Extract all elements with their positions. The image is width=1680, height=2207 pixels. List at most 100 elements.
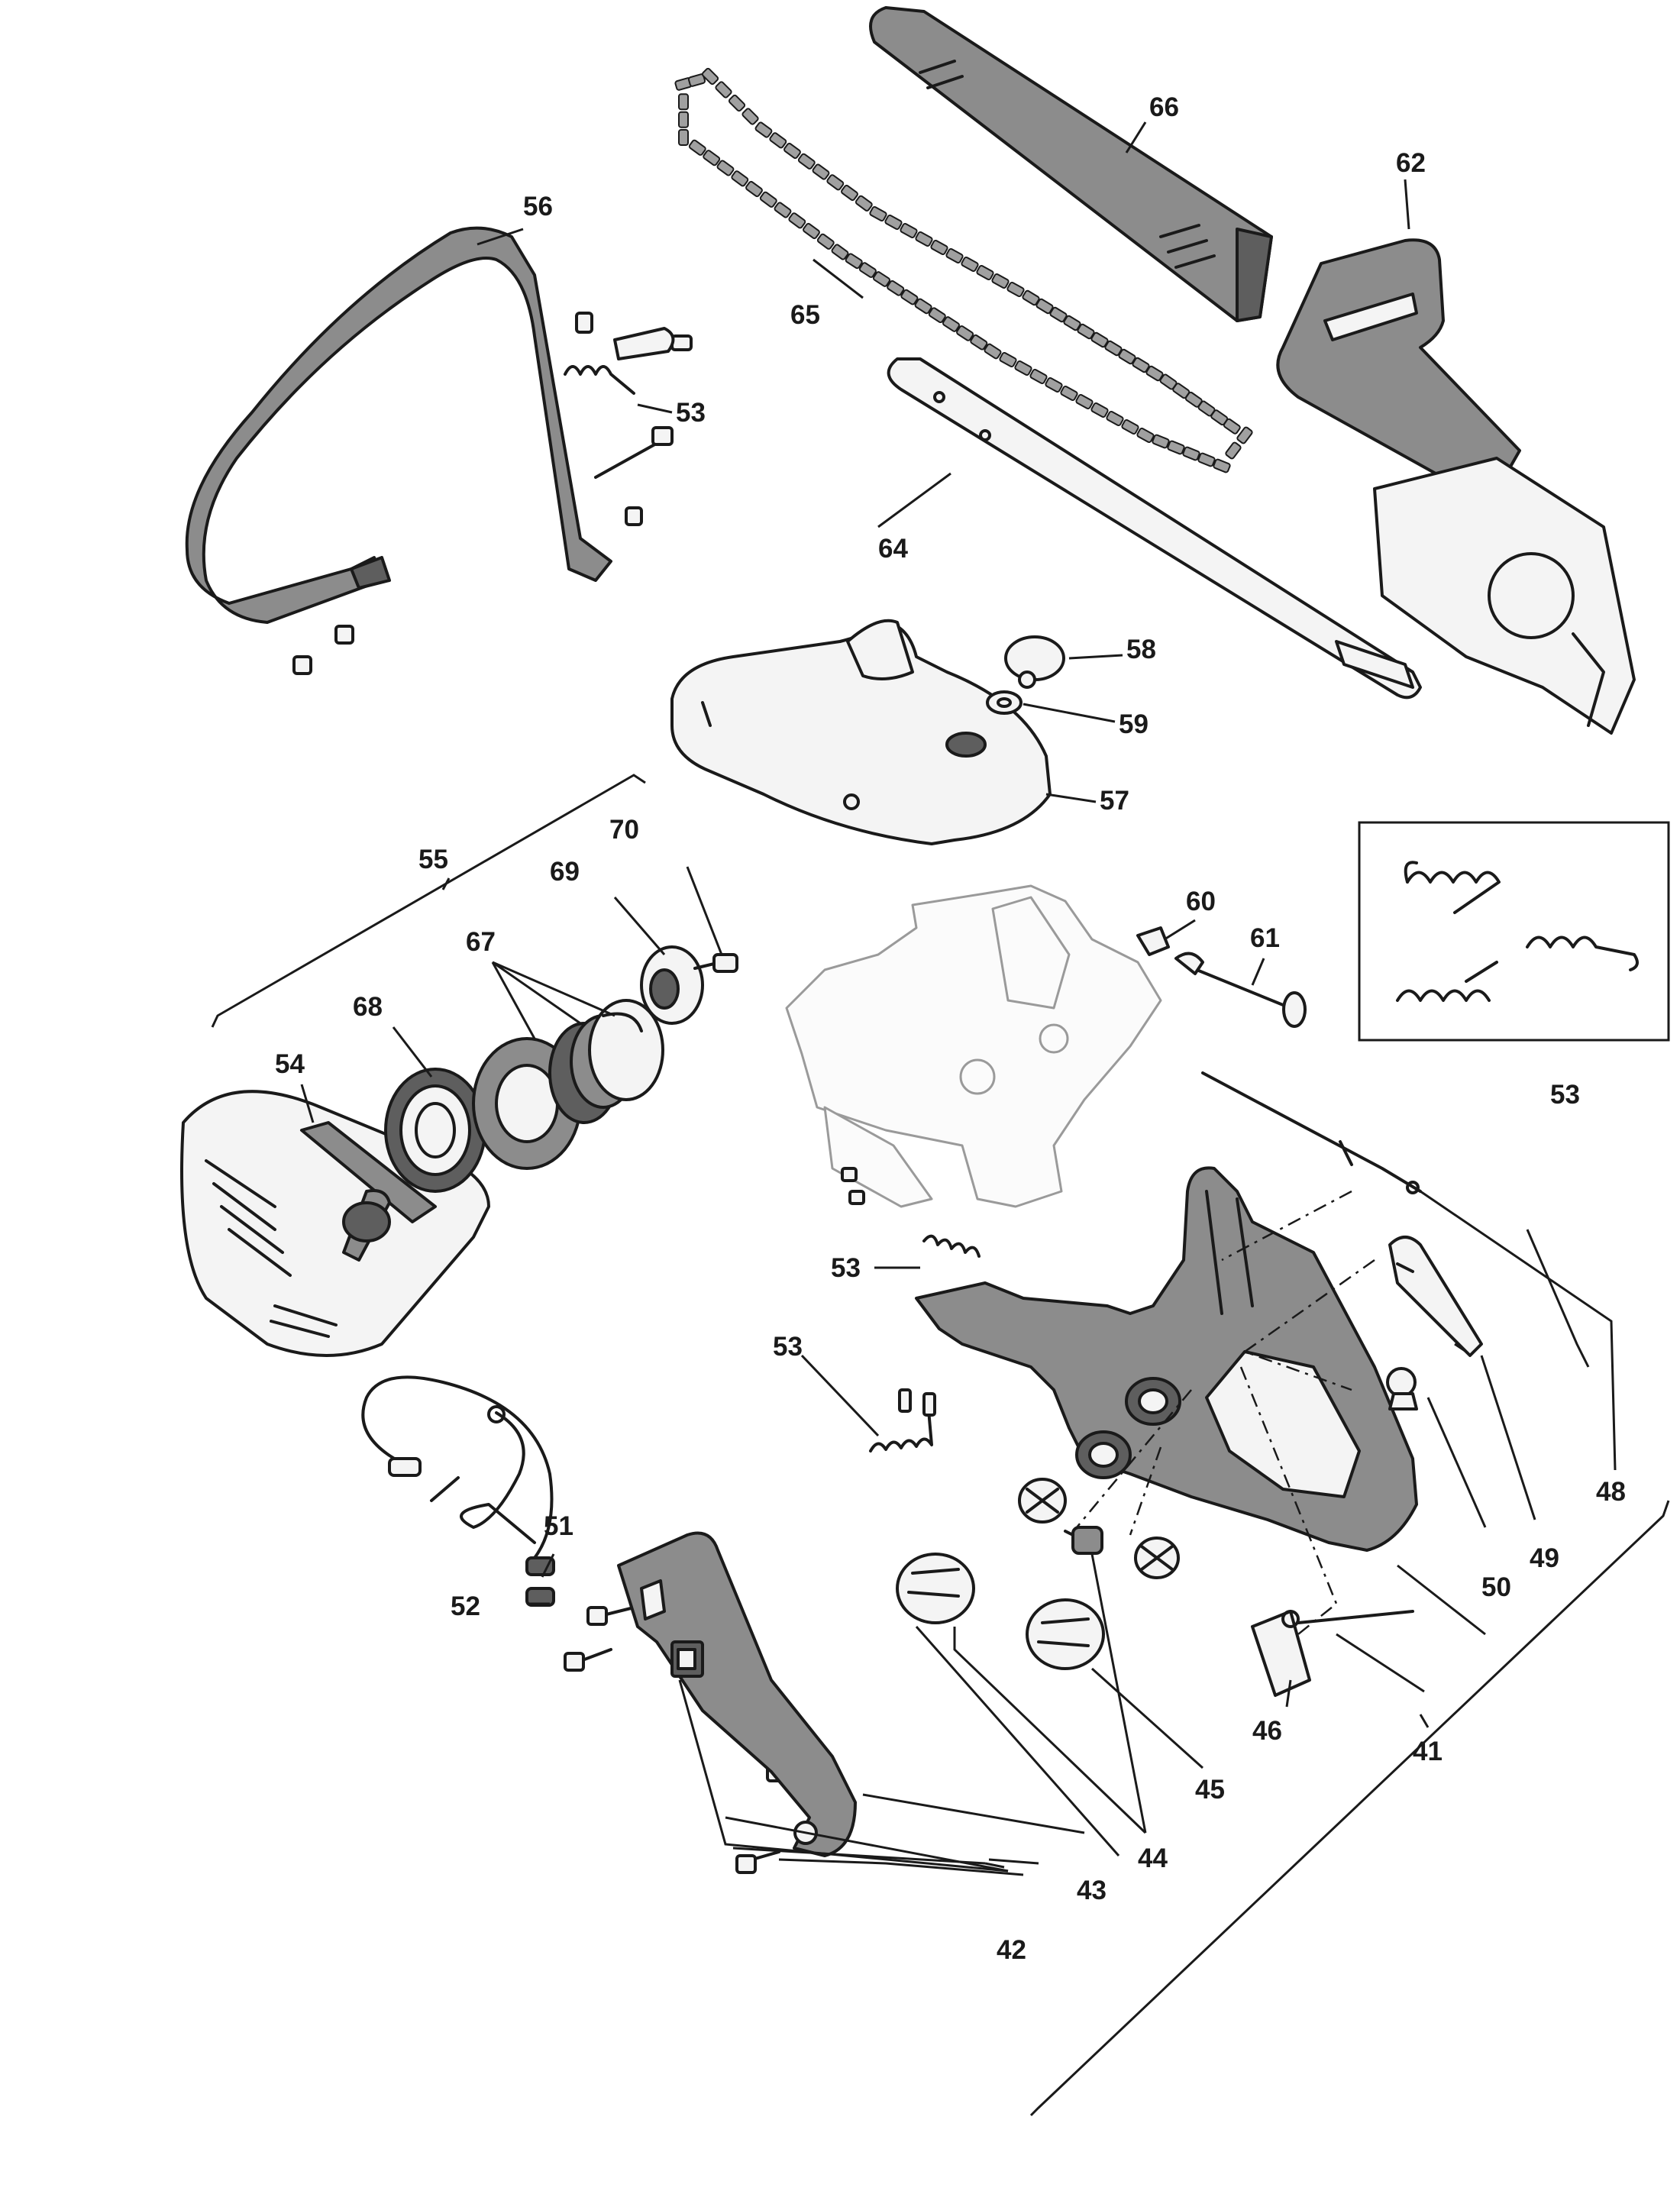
part-53-spring-top[interactable] bbox=[564, 327, 675, 395]
part-45-oil-cap[interactable] bbox=[1026, 1536, 1180, 1670]
chain-link bbox=[1182, 446, 1200, 461]
callout-61: 61 bbox=[1250, 923, 1280, 953]
callout-53a: 53 bbox=[676, 398, 706, 428]
chain-link bbox=[803, 222, 820, 240]
chain-link bbox=[1035, 298, 1054, 315]
part-59-washer[interactable] bbox=[986, 690, 1023, 715]
chain-link bbox=[1145, 365, 1164, 382]
part-41-rear-handle-housing[interactable] bbox=[915, 1166, 1418, 1552]
callout-59: 59 bbox=[1119, 709, 1149, 739]
callout-56: 56 bbox=[523, 192, 553, 221]
part-61-choke-rod[interactable] bbox=[1174, 952, 1307, 1028]
part-44-vibration-damper[interactable] bbox=[1064, 1526, 1103, 1555]
chain-link bbox=[855, 195, 873, 212]
part-69-pawl-carrier[interactable] bbox=[640, 945, 704, 1025]
chain-link bbox=[1236, 426, 1253, 444]
callout-62: 62 bbox=[1396, 148, 1426, 178]
chain-link bbox=[915, 231, 933, 247]
part-46-ignition-switch[interactable] bbox=[1251, 1610, 1414, 1697]
handle-screws bbox=[292, 312, 693, 675]
chain-link bbox=[678, 111, 689, 128]
part-43-fuel-cap[interactable] bbox=[896, 1478, 1067, 1624]
callout-53d: 53 bbox=[1550, 1080, 1580, 1110]
chain-link bbox=[1090, 331, 1109, 348]
part-67-starter-pulley[interactable] bbox=[472, 999, 664, 1170]
chain-link bbox=[1197, 452, 1216, 467]
part-42-handle-cover[interactable] bbox=[617, 1531, 857, 1857]
callout-68: 68 bbox=[353, 992, 383, 1022]
callout-66: 66 bbox=[1149, 92, 1179, 122]
chain-link bbox=[1118, 348, 1136, 365]
chain-link bbox=[1167, 440, 1185, 455]
part-57-top-cover[interactable] bbox=[670, 619, 1052, 845]
chain-link bbox=[687, 73, 706, 87]
callout-45: 45 bbox=[1195, 1775, 1225, 1805]
callout-53b: 53 bbox=[831, 1253, 861, 1283]
callout-53c: 53 bbox=[773, 1332, 803, 1362]
chain-link bbox=[745, 180, 763, 198]
part-62-chain-brake-cover[interactable] bbox=[1276, 238, 1636, 735]
chain-link bbox=[769, 132, 787, 149]
part-49-throttle-trigger[interactable] bbox=[1388, 1236, 1483, 1357]
chain-link bbox=[970, 334, 988, 351]
chain-link bbox=[1029, 368, 1048, 385]
chain-link bbox=[703, 150, 721, 166]
part-60-clip[interactable] bbox=[1136, 926, 1170, 956]
part-68-recoil-spring[interactable] bbox=[384, 1068, 486, 1193]
alignment-lines bbox=[1076, 1190, 1375, 1635]
callout-60: 60 bbox=[1186, 887, 1216, 916]
chain-link bbox=[1136, 427, 1155, 444]
part-64-guide-bar[interactable] bbox=[887, 357, 1422, 700]
chain-link bbox=[1063, 315, 1081, 331]
chain-link bbox=[797, 153, 816, 170]
part-65-saw-chain[interactable] bbox=[674, 67, 1253, 473]
chain-link bbox=[728, 94, 746, 112]
part-70-screw[interactable] bbox=[693, 953, 738, 973]
chain-link bbox=[1223, 418, 1241, 435]
chain-link bbox=[976, 264, 994, 281]
chain-link bbox=[788, 212, 806, 229]
chain-link bbox=[945, 247, 964, 264]
chain-link bbox=[858, 262, 877, 278]
callout-42: 42 bbox=[997, 1935, 1026, 1965]
chain-link bbox=[754, 121, 773, 138]
chain-link bbox=[942, 316, 961, 332]
chain-link bbox=[900, 222, 918, 239]
chain-link bbox=[869, 205, 887, 222]
chain-link bbox=[1022, 289, 1040, 306]
chain-link bbox=[1090, 402, 1109, 418]
chain-link bbox=[984, 343, 1002, 360]
chain-link bbox=[1106, 410, 1124, 427]
callout-54: 54 bbox=[275, 1049, 305, 1079]
chain-link bbox=[1104, 340, 1123, 357]
chain-link bbox=[1225, 441, 1242, 460]
bracket-41 bbox=[1029, 1500, 1670, 2117]
chain-link bbox=[774, 202, 792, 218]
part-56-front-handle[interactable] bbox=[185, 226, 612, 624]
crankcase-screws bbox=[841, 1167, 865, 1205]
chain-link bbox=[884, 214, 903, 231]
chain-link bbox=[961, 256, 979, 273]
springs-inset-box bbox=[1358, 821, 1670, 1042]
chain-link bbox=[1049, 306, 1068, 323]
chain-link bbox=[1121, 418, 1139, 435]
part-53-spring-mid[interactable] bbox=[869, 1234, 981, 1452]
chain-link bbox=[1014, 360, 1032, 376]
part-58-knob[interactable] bbox=[1004, 635, 1065, 689]
chain-link bbox=[716, 160, 735, 176]
part-66-bar-scabbard[interactable] bbox=[869, 6, 1273, 322]
chain-link bbox=[1060, 385, 1078, 402]
chain-link bbox=[759, 191, 777, 208]
part-50-primer-bulb[interactable] bbox=[1386, 1367, 1418, 1410]
chain-link bbox=[928, 307, 946, 324]
part-51-52-wires[interactable] bbox=[361, 1375, 555, 1607]
part-42-switch[interactable] bbox=[670, 1640, 704, 1678]
chain-link bbox=[872, 271, 891, 287]
chain-link bbox=[930, 239, 948, 256]
chain-link bbox=[914, 298, 932, 315]
callout-58: 58 bbox=[1126, 635, 1156, 664]
chain-link bbox=[1045, 376, 1063, 393]
chain-link bbox=[678, 129, 689, 146]
chain-link bbox=[900, 289, 919, 305]
